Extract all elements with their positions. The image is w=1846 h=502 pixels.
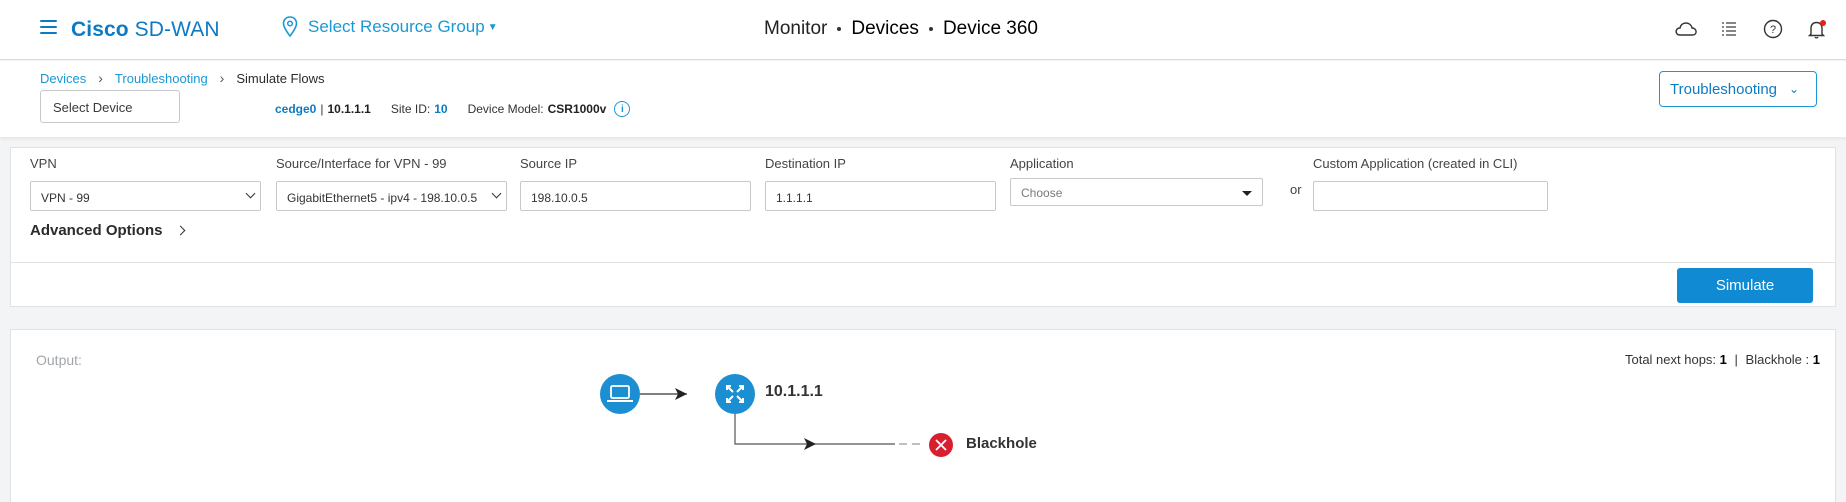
breadcrumb-devices[interactable]: Devices xyxy=(40,70,87,86)
info-icon[interactable]: i xyxy=(614,101,631,117)
help-icon[interactable]: ? xyxy=(1762,18,1784,40)
blackhole-label: Blackhole xyxy=(966,435,1037,452)
divider xyxy=(11,262,1835,263)
vpn-select[interactable]: VPN - 99 xyxy=(30,181,261,211)
chevron-right-icon: › xyxy=(98,70,103,86)
caret-down-icon: ▼ xyxy=(487,21,498,33)
router-node[interactable] xyxy=(715,374,755,414)
source-interface-select[interactable]: GigabitEthernet5 - ipv4 - 198.10.0.5 xyxy=(276,181,507,211)
advanced-options-toggle[interactable]: Advanced Options xyxy=(30,222,185,239)
caret-down-icon xyxy=(1242,191,1252,196)
troubleshooting-dropdown-button[interactable]: Troubleshooting ⌄ xyxy=(1659,71,1817,107)
blackhole-count: 1 xyxy=(1812,352,1820,367)
blackhole-node[interactable] xyxy=(929,433,953,457)
source-interface-label: Source/Interface for VPN - 99 xyxy=(276,156,447,171)
source-ip-label: Source IP xyxy=(520,156,578,171)
simulate-flows-form: VPN VPN - 99 Source/Interface for VPN - … xyxy=(10,147,1836,307)
flow-diagram xyxy=(600,374,953,457)
resource-group-label: Select Resource Group xyxy=(308,17,485,36)
destination-ip-input[interactable]: 1.1.1.1 xyxy=(765,181,996,211)
cloud-icon[interactable] xyxy=(1674,18,1697,40)
hops-summary: Total next hops: 1 | Blackhole : 1 xyxy=(1624,352,1820,367)
resource-group-selector[interactable]: Select Resource Group ▼ xyxy=(282,16,498,38)
breadcrumb: Devices › Troubleshooting › Simulate Flo… xyxy=(40,70,324,86)
chevron-down-icon xyxy=(245,188,256,199)
vpn-label: VPN xyxy=(30,156,57,171)
site-id-value: 10 xyxy=(434,102,448,116)
select-device-dropdown[interactable]: Select Device xyxy=(40,90,180,123)
brand-logo[interactable]: Cisco SD-WAN xyxy=(71,18,220,41)
chevron-right-icon xyxy=(175,225,185,236)
close-icon xyxy=(935,439,947,451)
source-host-node[interactable] xyxy=(600,374,640,414)
device-info: cedge0 | 10.1.1.1 Site ID: 10 Device Mod… xyxy=(275,101,631,117)
custom-application-input[interactable] xyxy=(1313,181,1548,211)
page-title: Monitor Devices Device 360 xyxy=(764,18,1038,39)
router-ip-label: 10.1.1.1 xyxy=(765,383,823,400)
site-id-label: Site ID: xyxy=(390,102,431,116)
chevron-right-icon: › xyxy=(219,70,225,86)
router-icon xyxy=(726,385,744,403)
custom-application-label: Custom Application (created in CLI) xyxy=(1313,156,1518,171)
simulate-button[interactable]: Simulate xyxy=(1677,268,1813,303)
location-pin-icon xyxy=(282,16,298,38)
top-header: Cisco SD-WAN Select Resource Group ▼ Mon… xyxy=(0,0,1846,60)
destination-ip-label: Destination IP xyxy=(765,156,846,171)
arrow-head-icon xyxy=(675,388,687,400)
breadcrumb-current: Simulate Flows xyxy=(236,70,325,86)
chevron-down-icon: ⌄ xyxy=(1789,82,1800,96)
sub-header: Devices › Troubleshooting › Simulate Flo… xyxy=(0,61,1846,137)
hops-count: 1 xyxy=(1719,352,1727,367)
output-label: Output: xyxy=(36,352,82,368)
device-model-label: Device Model: xyxy=(467,102,544,116)
menu-icon[interactable] xyxy=(40,20,57,34)
output-panel: Output: Total next hops: 1 | Blackhole :… xyxy=(10,329,1836,502)
application-select[interactable]: Choose xyxy=(1010,178,1263,206)
device-ip: 10.1.1.1 xyxy=(327,102,371,116)
svg-text:?: ? xyxy=(1770,24,1776,36)
breadcrumb-troubleshooting[interactable]: Troubleshooting xyxy=(114,70,208,86)
or-label: or xyxy=(1290,182,1302,197)
list-icon[interactable] xyxy=(1718,18,1740,40)
arrow-head-icon xyxy=(804,438,816,450)
source-ip-input[interactable]: 198.10.0.5 xyxy=(520,181,751,211)
application-label: Application xyxy=(1010,156,1074,171)
laptop-icon xyxy=(610,385,630,399)
device-name: cedge0 xyxy=(275,102,317,116)
notification-icon[interactable] xyxy=(1806,18,1828,40)
device-model-value: CSR1000v xyxy=(547,102,607,116)
chevron-down-icon xyxy=(491,188,502,199)
flow-link xyxy=(734,414,895,445)
